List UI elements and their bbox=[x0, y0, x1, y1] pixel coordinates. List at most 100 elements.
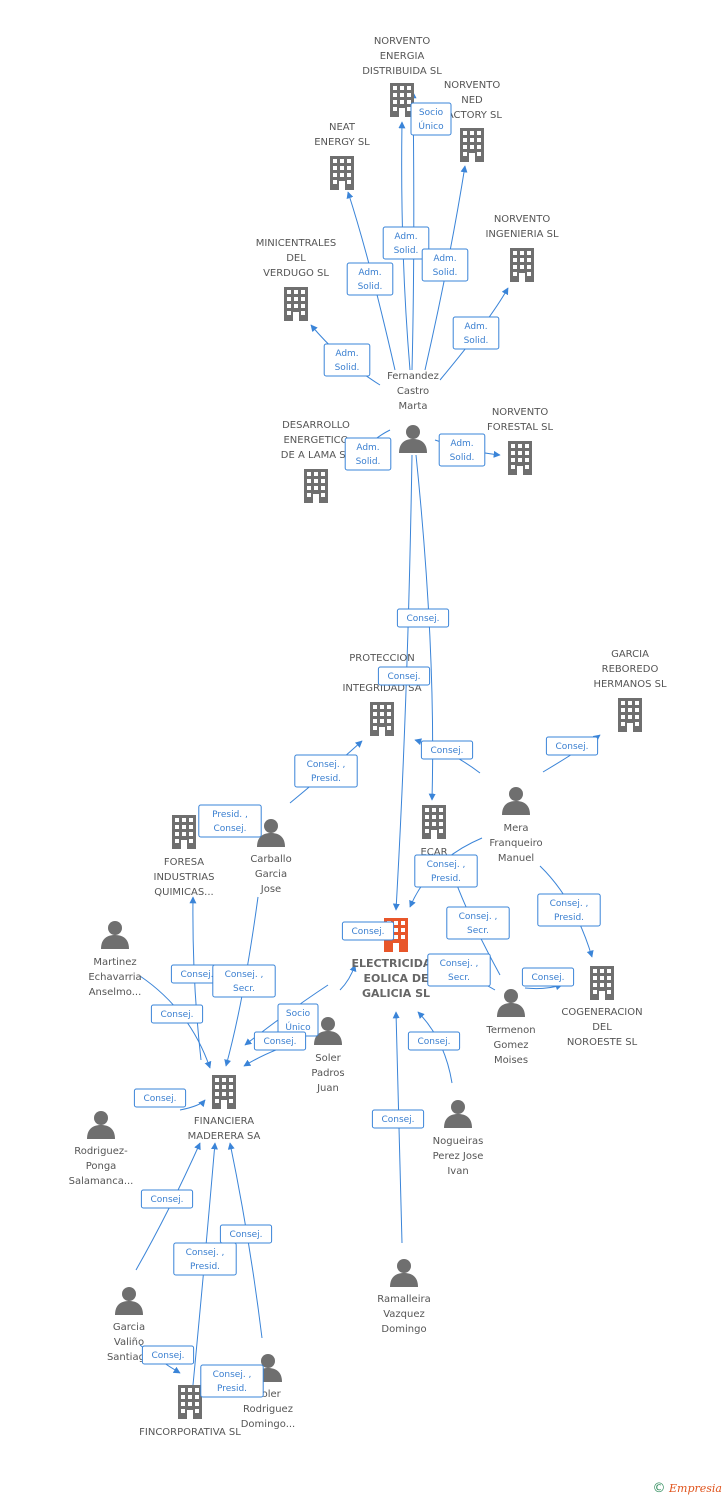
relation-label[interactable]: Consej. ,Presid. bbox=[294, 754, 358, 788]
relation-label-text: Presid. , bbox=[212, 810, 248, 820]
relation-label[interactable]: Adm.Solid. bbox=[452, 316, 500, 350]
relation-label[interactable]: Consej. bbox=[521, 967, 575, 987]
node-label-line: Juan bbox=[316, 1083, 339, 1094]
company-node[interactable]: FORESAINDUSTRIASQUIMICAS... bbox=[154, 815, 215, 898]
relation-label[interactable]: Consej. ,Presid. bbox=[414, 854, 478, 888]
building-icon bbox=[172, 815, 196, 849]
copyright-symbol: © bbox=[652, 1481, 666, 1496]
relation-label[interactable]: Adm.Solid. bbox=[344, 437, 392, 471]
node-label-line: NED bbox=[461, 95, 483, 106]
node-label-line: ENERGETICO bbox=[283, 435, 348, 446]
node-label-line: NORVENTO bbox=[374, 36, 431, 47]
relation-label[interactable]: Adm.Solid. bbox=[382, 226, 430, 260]
building-icon bbox=[590, 966, 614, 1000]
node-label-line: Garcia bbox=[113, 1322, 145, 1333]
relation-label-text: Consej. , bbox=[459, 912, 498, 922]
node-label-line: DEL bbox=[592, 1022, 612, 1033]
node-label-line: NEAT bbox=[329, 122, 356, 133]
relation-label[interactable]: Adm.Solid. bbox=[421, 248, 469, 282]
relation-label-text: Solid. bbox=[433, 268, 458, 278]
relation-label[interactable]: Consej. ,Secr. bbox=[427, 953, 491, 987]
relation-label[interactable]: Consej. ,Secr. bbox=[212, 964, 276, 998]
relation-label[interactable]: Consej. bbox=[140, 1189, 194, 1209]
person-node[interactable]: MartinezEchavarriaAnselmo... bbox=[88, 921, 142, 998]
relation-label[interactable]: Consej. bbox=[150, 1004, 204, 1024]
brand-logo-text[interactable]: Empresia bbox=[669, 1482, 722, 1495]
relation-label-text: Adm. bbox=[450, 439, 473, 449]
relation-label[interactable]: Consej. bbox=[133, 1088, 187, 1108]
relation-label[interactable]: Consej. bbox=[407, 1031, 461, 1051]
node-label-line: NORVENTO bbox=[444, 80, 501, 91]
node-label-line: Anselmo... bbox=[89, 987, 142, 998]
relation-label[interactable]: Consej. bbox=[253, 1031, 307, 1051]
relation-label[interactable]: Consej. bbox=[141, 1345, 195, 1365]
relation-label[interactable]: Adm.Solid. bbox=[323, 343, 371, 377]
relation-label[interactable]: Consej. ,Presid. bbox=[173, 1242, 237, 1276]
relation-label-text: Socio bbox=[286, 1009, 311, 1019]
node-label-line: MINICENTRALES bbox=[256, 238, 337, 249]
relation-label[interactable]: Consej. bbox=[545, 736, 599, 756]
node-label-line: Garcia bbox=[255, 869, 287, 880]
company-node[interactable]: FINCORPORATIVA SL bbox=[139, 1385, 241, 1438]
node-label-line: Gomez bbox=[493, 1040, 528, 1051]
relation-label-text: Consej. bbox=[417, 1037, 450, 1047]
relation-label[interactable]: Consej. bbox=[420, 740, 474, 760]
relation-label-text: Consej. bbox=[555, 742, 588, 752]
relation-label[interactable]: Consej. bbox=[341, 921, 395, 941]
relation-label[interactable]: Consej. ,Presid. bbox=[200, 1364, 264, 1398]
relation-label-text: Presid. bbox=[190, 1262, 220, 1272]
company-node[interactable]: PROTECCIONEINTEGRIDAD SA bbox=[342, 653, 422, 736]
node-label-line: PROTECCION bbox=[349, 653, 415, 664]
node-label-line: Soler bbox=[255, 1389, 281, 1400]
building-icon bbox=[618, 698, 642, 732]
relation-edge bbox=[392, 1011, 403, 1244]
node-label-line: FORESA bbox=[164, 857, 204, 868]
person-node[interactable]: Rodriguez-PongaSalamanca... bbox=[69, 1111, 134, 1187]
relation-label-text: Consej. , bbox=[213, 1370, 252, 1380]
relation-label[interactable]: Adm.Solid. bbox=[346, 262, 394, 296]
relation-label-text: Socio bbox=[419, 108, 444, 118]
relation-label-text: Consej. bbox=[229, 1230, 262, 1240]
relation-edge bbox=[179, 1099, 206, 1111]
relation-label[interactable]: Consej. bbox=[219, 1224, 273, 1244]
relation-edge bbox=[392, 454, 413, 911]
relation-label[interactable]: Consej. bbox=[396, 608, 450, 628]
node-label-line: Ivan bbox=[447, 1166, 468, 1177]
relation-label[interactable]: Consej. ,Secr. bbox=[446, 906, 510, 940]
relation-label[interactable]: Adm.Solid. bbox=[438, 433, 486, 467]
node-label-line: Ramalleira bbox=[377, 1294, 430, 1305]
relation-label[interactable]: Presid. , Consej. bbox=[198, 804, 262, 838]
relation-label[interactable]: Consej. bbox=[371, 1109, 425, 1129]
relation-label[interactable]: Consej. bbox=[377, 666, 431, 686]
relation-edge bbox=[415, 454, 436, 801]
relation-label-text: Adm. bbox=[358, 268, 381, 278]
relation-label-text: Consej. bbox=[213, 824, 246, 834]
relation-label-text: Adm. bbox=[356, 443, 379, 453]
person-node[interactable]: SolerRodriguezDomingo... bbox=[241, 1354, 296, 1430]
node-label-line: Mera bbox=[503, 823, 528, 834]
relation-label[interactable]: Consej. ,Presid. bbox=[537, 893, 601, 927]
relation-label-text: Adm. bbox=[464, 322, 487, 332]
